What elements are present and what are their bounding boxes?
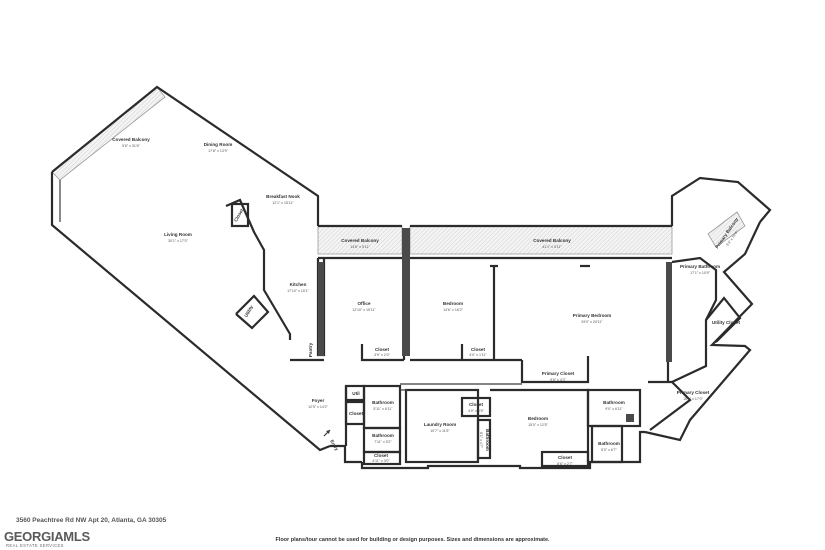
closet-bath-b-box <box>362 450 402 466</box>
logo-wordmark: GEORGIAMLS <box>4 529 90 544</box>
label-bathroom-c: Bathroom <box>485 429 490 451</box>
listing-address: 3560 Peachtree Rd NW Apt 20, Atlanta, GA… <box>16 517 167 524</box>
label-bathroom-a: Bathroom <box>372 400 394 405</box>
bathroom-c-box <box>476 418 492 460</box>
bathroom-e-box <box>590 424 624 464</box>
label-primary-bathroom: Primary Bathroom <box>680 264 720 269</box>
exterior-walls <box>50 85 772 470</box>
room-labels: Covered Balcony 5'6" x 31'6" Dining Room… <box>112 137 740 466</box>
dims-covered-balcony-right: 41'1" x 5'11" <box>542 245 562 249</box>
dims-laundry-room: 10'7" x 11'5" <box>430 429 450 433</box>
dims-breakfast-nook: 12'1" x 15'11" <box>272 201 294 205</box>
wall-primary-bath <box>671 256 718 383</box>
dims-kitchen: 17'10" x 15'1" <box>287 289 309 293</box>
label-primary-closet-small: Primary Closet <box>542 371 575 376</box>
label-closet-bottom: Closet <box>558 455 573 460</box>
label-bathroom-d: Bathroom <box>603 400 625 405</box>
label-bathroom-b: Bathroom <box>372 433 394 438</box>
label-bedroom-bottom: Bedroom <box>528 416 548 421</box>
covered-balcony-left <box>51 86 166 181</box>
label-bathroom-e: Bathroom <box>598 441 620 446</box>
label-kitchen: Kitchen <box>290 282 307 287</box>
balcony-areas <box>51 86 746 255</box>
column-bath <box>626 414 634 422</box>
wall-utility-closet <box>705 296 742 343</box>
label-covered-balcony-left: Covered Balcony <box>112 137 150 142</box>
dims-closet-bedroom-bottom: 4'0" x 5'5" <box>468 409 484 413</box>
dims-primary-bathroom: 17'1" x 10'9" <box>690 271 710 275</box>
logo-tagline: REAL ESTATE SERVICES <box>6 543 64 548</box>
label-covered-balcony-right: Covered Balcony <box>533 238 571 243</box>
label-entry: Entry <box>329 439 339 452</box>
label-office: Office <box>357 301 370 306</box>
dims-bathroom-c: 8'1" x 4'7" <box>479 432 483 448</box>
dims-covered-balcony-left: 5'6" x 31'6" <box>122 144 140 148</box>
wall-right-wing-side <box>644 221 761 442</box>
label-breakfast-nook: Breakfast Nook <box>266 194 300 199</box>
label-dining-room: Dining Room <box>204 142 233 147</box>
column-office <box>402 228 410 356</box>
label-closet-bedroom-top: Closet <box>471 347 486 352</box>
label-util: Util <box>352 391 359 396</box>
column-primary <box>666 262 672 362</box>
dims-primary-closet-large: 16'1" x 17'0" <box>683 397 703 401</box>
wall-kitchen-left <box>225 198 292 340</box>
wall-left-diagonal <box>50 172 331 452</box>
label-laundry-room: Laundry Room <box>424 422 456 427</box>
label-foyer: Foyer <box>312 398 325 403</box>
primary-balcony <box>707 211 746 248</box>
wall-bottom-run <box>360 430 645 470</box>
label-utility-closet: Utility Closet <box>712 320 741 325</box>
dims-living-room: 30'1" x 17'0" <box>168 239 188 243</box>
label-primary-bedroom: Primary Bedroom <box>573 313 612 318</box>
dims-bathroom-d: 9'0" x 6'11" <box>605 407 623 411</box>
label-bedroom-top: Bedroom <box>443 301 463 306</box>
dims-primary-bedroom: 29'0" x 20'11" <box>581 320 603 324</box>
dims-closet-office: 3'9" x 2'0" <box>374 353 390 357</box>
kitchen-counter <box>318 262 324 356</box>
dims-closet-bath-b: 4'11" x 3'0" <box>372 459 390 463</box>
dims-closet-bedroom-top: 4'0" x 1'11" <box>469 353 487 357</box>
dims-bathroom-b: 7'11" x 5'2" <box>374 440 392 444</box>
dims-office: 12'10" x 15'11" <box>352 308 376 312</box>
label-closet-nook: Closet <box>233 208 245 223</box>
dims-bathroom-e: 5'0" x 6'7" <box>601 448 617 452</box>
label-closet-foyer: Closet <box>349 411 364 416</box>
label-living-room: Living Room <box>164 232 192 237</box>
utility-box <box>235 294 270 330</box>
interior-walls <box>225 198 742 468</box>
wall-foyer-bottom <box>330 444 362 464</box>
wall-right-wing-top <box>670 176 772 226</box>
entry-arrow-icon <box>323 429 331 437</box>
label-covered-balcony-mid: Covered Balcony <box>341 238 379 243</box>
wall-primary-closet-large <box>648 380 692 431</box>
wall-office-closet <box>360 344 404 362</box>
closet-nook-box <box>230 202 250 228</box>
dims-closet-bottom: 8'6" x 2'7" <box>557 462 573 466</box>
label-closet-bath-b: Closet <box>374 453 389 458</box>
label-primary-closet-large: Primary Closet <box>677 390 710 395</box>
dims-dining-room: 17'8" x 13'9" <box>208 149 228 153</box>
label-pantry: Pantry <box>308 342 313 357</box>
dims-primary-closet-small: 9'6" x 4'3" <box>550 378 566 382</box>
closet-bedroom-bottom-box <box>460 396 492 418</box>
dims-bedroom-bottom: 15'0" x 12'5" <box>528 423 548 427</box>
label-closet-office: Closet <box>375 347 390 352</box>
dims-covered-balcony-mid: 14'6" x 5'11" <box>350 245 370 249</box>
georgia-mls-logo: GEORGIAMLS REAL ESTATE SERVICES <box>0 529 90 550</box>
dims-foyer: 12'5" x 14'2" <box>308 405 328 409</box>
label-closet-bedroom-bottom: Closet <box>469 402 484 407</box>
wall-primary-closet-small <box>520 356 590 384</box>
disclaimer-text: Floor plans/tour cannot be used for buil… <box>275 537 550 543</box>
closet-bottom-box <box>540 450 590 468</box>
dims-bathroom-a: 5'11" x 6'11" <box>373 407 393 411</box>
label-utility: Utility <box>243 304 254 318</box>
wall-left-wing <box>51 85 320 226</box>
dims-bedroom-top: 14'6" x 16'2" <box>443 308 463 312</box>
